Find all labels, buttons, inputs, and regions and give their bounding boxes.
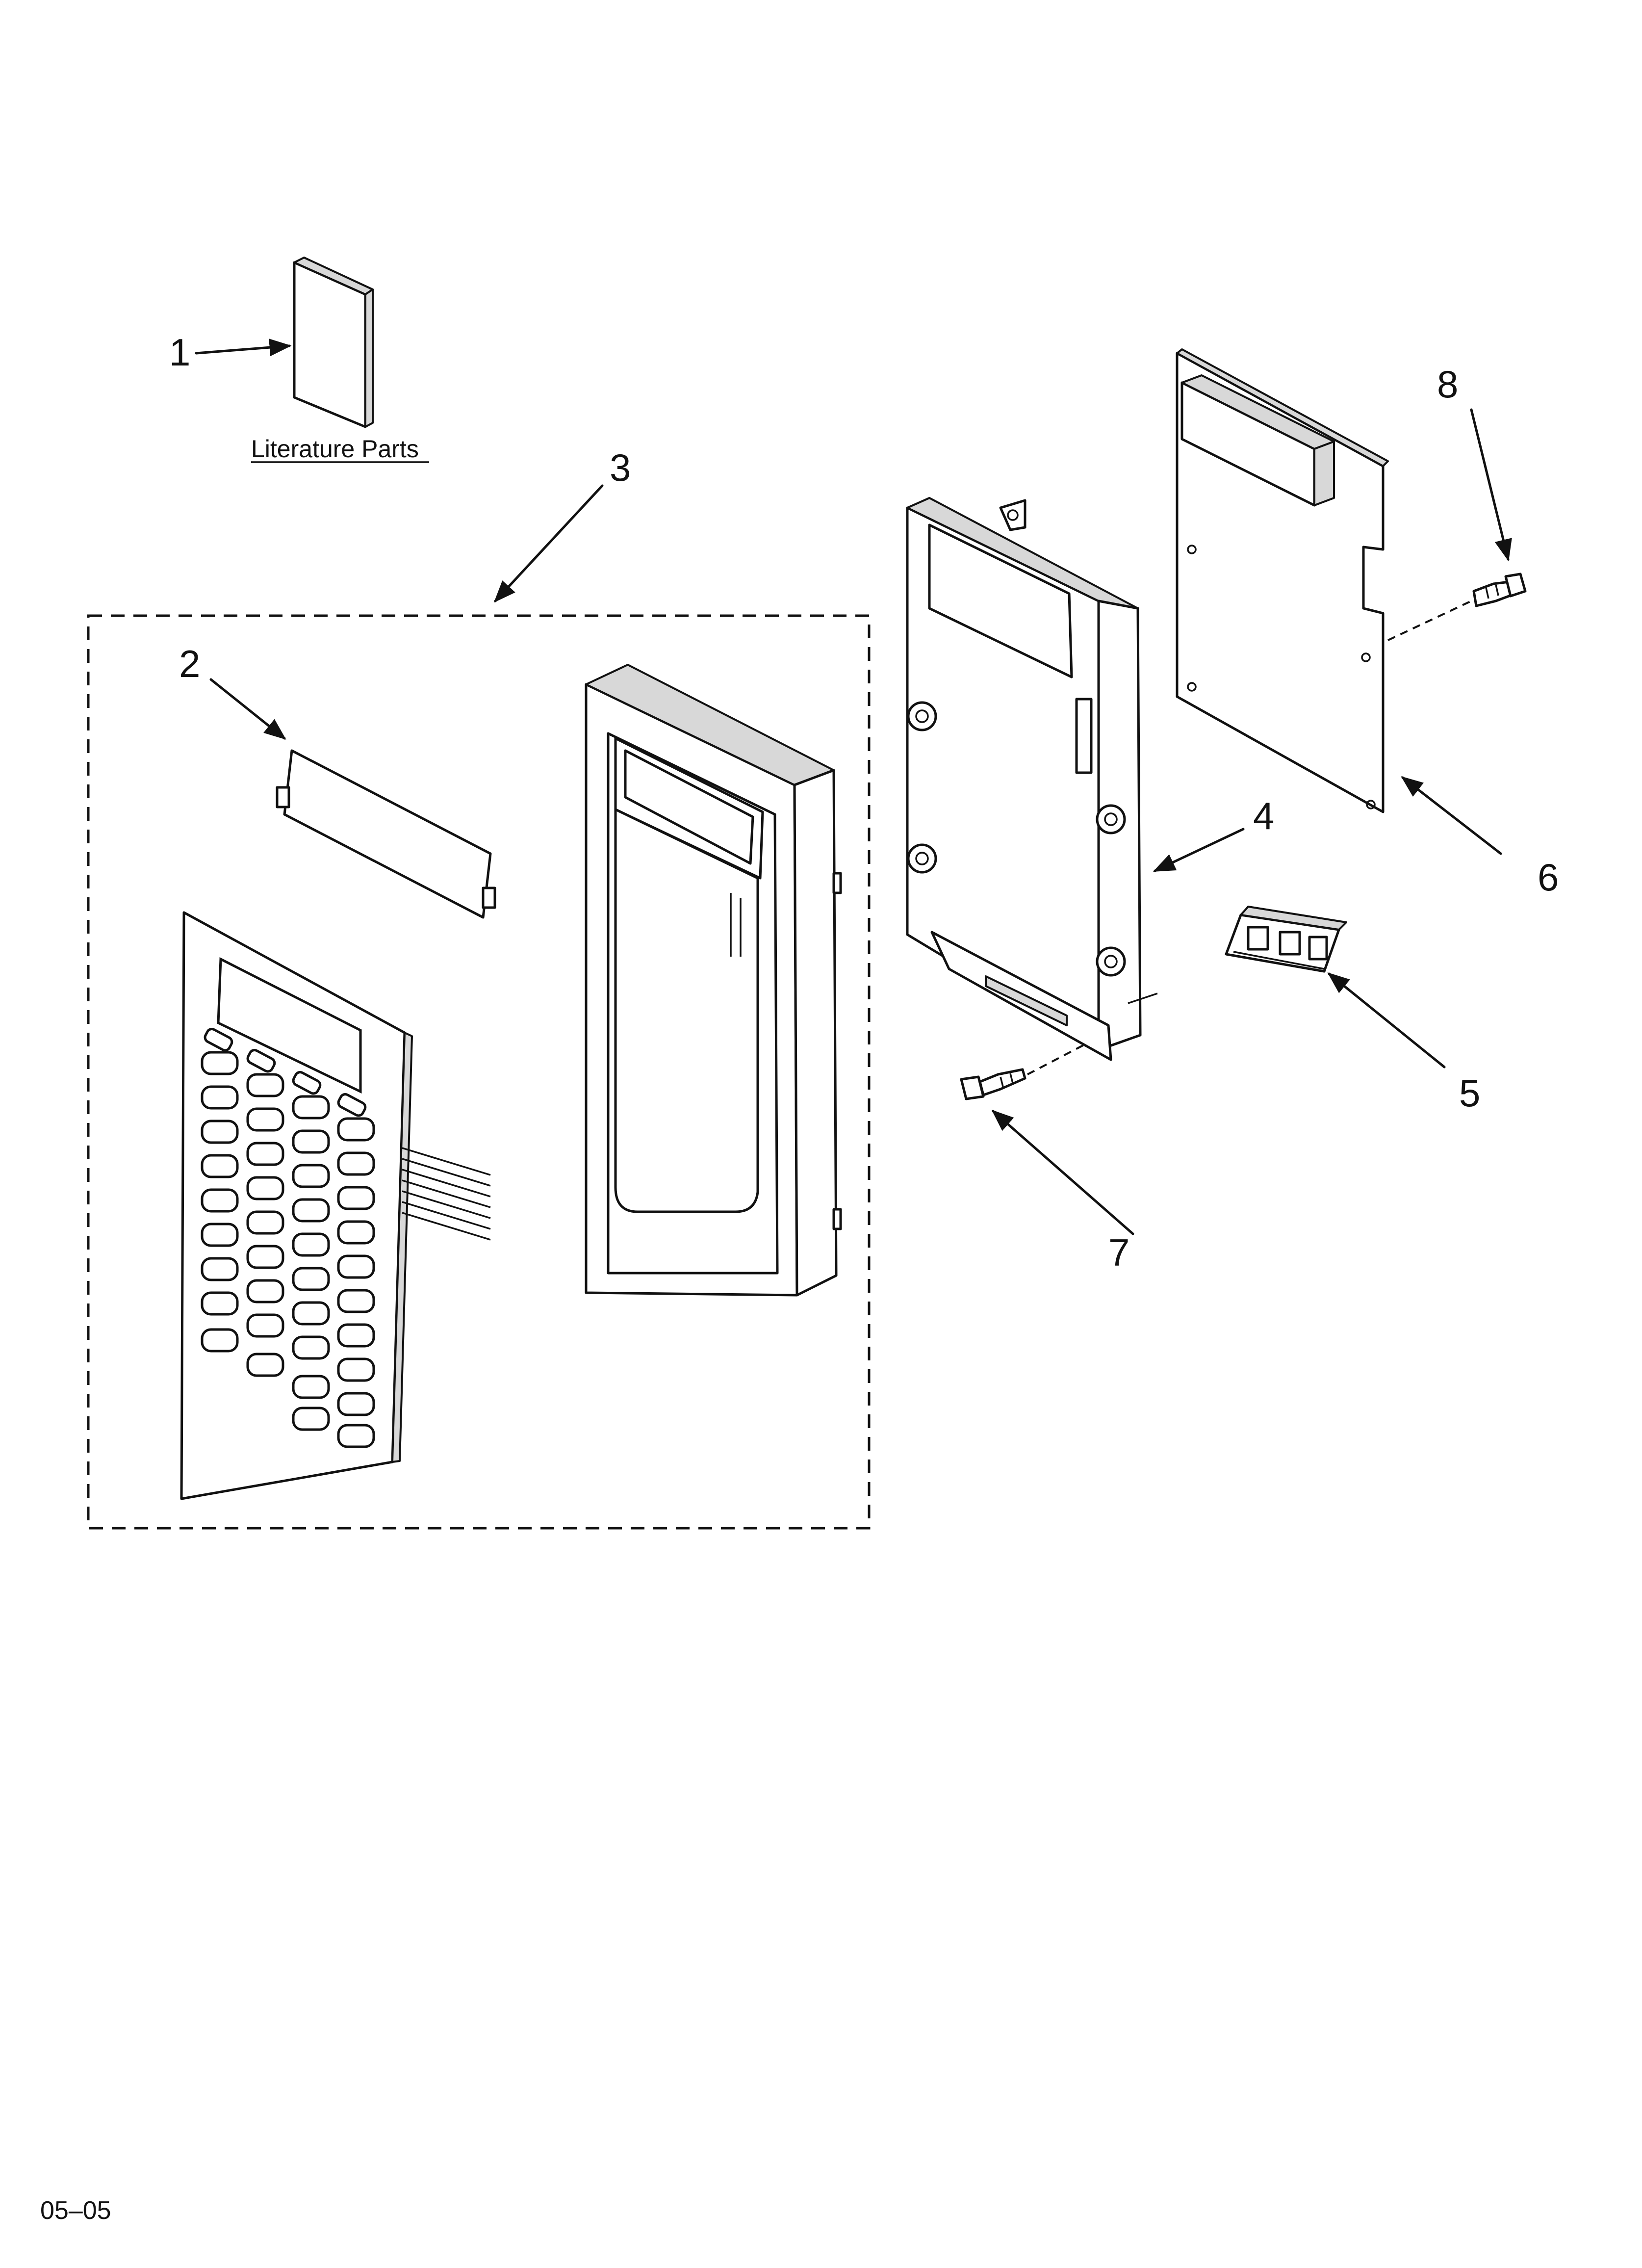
callout-4: 4 <box>1253 794 1274 837</box>
control-board-6 <box>1176 348 1389 813</box>
assembly-3-boundary <box>87 614 871 1530</box>
keypad-membrane <box>180 911 491 1500</box>
leader-line-4 <box>1153 828 1245 872</box>
callout-8: 8 <box>1437 363 1458 406</box>
keypad-keys <box>201 1051 375 1448</box>
latch-5 <box>1225 906 1347 973</box>
screw-8 <box>1472 573 1527 607</box>
footer-code: 05–05 <box>40 2196 111 2225</box>
callout-1: 1 <box>169 331 190 374</box>
callout-3: 3 <box>610 446 631 489</box>
callout-7: 7 <box>1108 1231 1129 1274</box>
literature-caption: Literature Parts <box>251 435 419 463</box>
ribbon-cable <box>402 1147 491 1241</box>
leader-line-8 <box>1470 408 1512 562</box>
leader-line-3 <box>493 484 604 603</box>
callout-2: 2 <box>179 642 200 685</box>
callout-5: 5 <box>1459 1071 1480 1115</box>
screw-8-axis <box>1387 600 1472 641</box>
keypad-display-window <box>217 957 362 1094</box>
screw-7-axis <box>1027 1044 1084 1075</box>
leader-line-1 <box>195 339 292 357</box>
leader-line-2 <box>209 678 286 740</box>
display-lens <box>276 749 496 919</box>
control-box-housing <box>906 497 1158 1061</box>
screw-7 <box>960 1068 1026 1100</box>
callout-6: 6 <box>1538 856 1559 899</box>
leader-line-7 <box>991 1110 1134 1235</box>
literature-book <box>293 257 374 428</box>
leader-line-6 <box>1401 776 1502 855</box>
control-panel-frame <box>585 664 842 1297</box>
leader-line-5 <box>1327 972 1446 1069</box>
